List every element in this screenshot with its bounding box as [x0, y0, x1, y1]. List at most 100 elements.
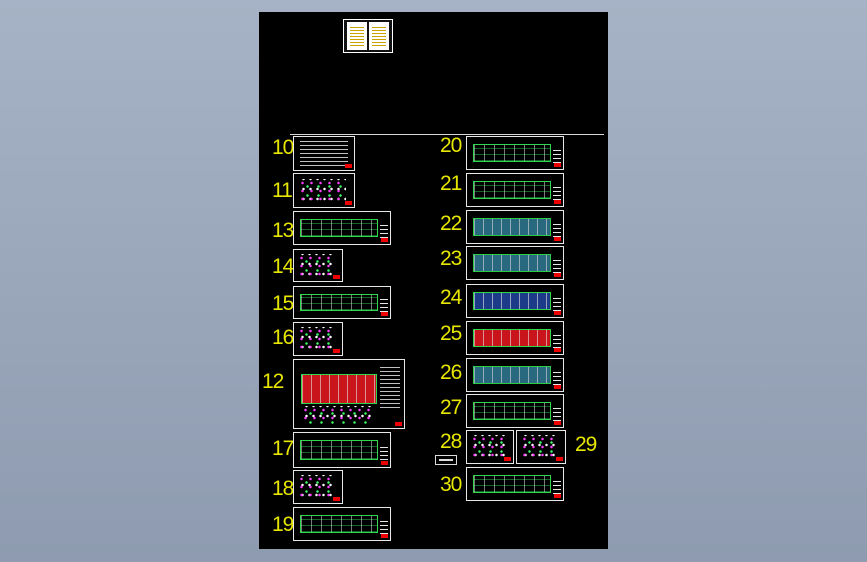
detail-marks [296, 254, 336, 277]
cover-sheet-thumbnail[interactable] [343, 19, 393, 53]
floor-plan [472, 292, 552, 310]
title-block [380, 224, 388, 238]
drawing-sheet-thumbnail[interactable] [466, 246, 564, 280]
sheet-number-label: 30 [440, 473, 462, 496]
sheet-number-label: 22 [440, 212, 462, 235]
drawing-sheet-thumbnail[interactable] [293, 286, 391, 319]
title-block [553, 480, 561, 494]
sheet-number-label: 18 [272, 477, 294, 500]
title-stamp [554, 200, 561, 204]
drawing-sheet-thumbnail[interactable] [293, 322, 343, 356]
title-stamp [554, 348, 561, 352]
cover-page-right [369, 22, 389, 50]
detail-marks [300, 406, 371, 424]
title-block [553, 259, 561, 273]
title-stamp [554, 494, 561, 498]
title-stamp [333, 497, 340, 501]
notes-text-block [379, 366, 400, 408]
drawing-sheet-thumbnail[interactable] [466, 358, 564, 392]
drawing-sheet-thumbnail[interactable] [293, 359, 405, 429]
title-stamp [554, 237, 561, 241]
title-stamp [554, 273, 561, 277]
sheet-number-label: 15 [272, 292, 294, 315]
sheet-number-label: 12 [262, 370, 284, 393]
title-block [553, 223, 561, 237]
sheet-number-label: 11 [272, 179, 293, 202]
drawing-sheet-thumbnail[interactable] [293, 507, 391, 541]
floor-plan [472, 402, 552, 420]
title-stamp [381, 312, 388, 316]
sheet-number-label: 27 [440, 396, 462, 419]
detail-marks [296, 475, 336, 499]
drawing-sheet-thumbnail[interactable] [293, 211, 391, 245]
sheet-number-label: 16 [272, 326, 294, 349]
floor-plan [299, 515, 379, 533]
drawing-sheet-thumbnail[interactable] [466, 430, 514, 464]
drawing-sheet-thumbnail[interactable] [466, 136, 564, 170]
title-stamp [381, 534, 388, 538]
floor-plan [472, 329, 552, 347]
title-stamp [395, 422, 402, 426]
sheet-number-label: 17 [272, 437, 294, 460]
title-stamp [554, 421, 561, 425]
title-block [553, 149, 561, 163]
drawing-sheet-thumbnail[interactable] [516, 430, 566, 464]
detail-marks [519, 435, 559, 459]
drawing-sheet-thumbnail[interactable] [466, 394, 564, 428]
drawing-sheet-thumbnail[interactable] [293, 470, 343, 504]
sheet-number-label: 29 [575, 433, 597, 456]
notes-text-block [300, 140, 348, 167]
floor-plan [299, 293, 379, 312]
cover-page-left [347, 22, 367, 50]
drawing-sheet-thumbnail[interactable] [293, 173, 355, 208]
sheet-number-label: 24 [440, 286, 462, 309]
floor-plan [472, 254, 552, 272]
drawing-sheet-thumbnail[interactable] [293, 136, 355, 171]
title-stamp [333, 275, 340, 279]
floor-plan [472, 144, 552, 162]
title-block [380, 299, 388, 312]
floor-plan [472, 181, 552, 199]
title-stamp [333, 349, 340, 353]
drawing-sheet-thumbnail[interactable] [293, 249, 343, 282]
title-block [380, 446, 388, 461]
sheet-number-label: 28 [440, 430, 462, 453]
title-stamp [554, 311, 561, 315]
title-stamp [556, 457, 563, 461]
title-stamp [504, 457, 511, 461]
floor-plan [299, 219, 379, 237]
detail-marks [297, 178, 346, 203]
sheet-number-label: 14 [272, 255, 294, 278]
title-stamp [554, 163, 561, 167]
sheet-number-label: 19 [272, 513, 294, 536]
sheet-number-label: 13 [272, 219, 294, 242]
drawing-sheet-thumbnail[interactable] [293, 432, 391, 468]
sheet-number-label: 21 [440, 172, 462, 195]
title-block [553, 371, 561, 385]
detail-marks [296, 327, 336, 351]
title-block [380, 520, 388, 534]
floor-plan [299, 440, 379, 460]
separator-line [290, 134, 604, 135]
small-legend-box[interactable] [435, 455, 457, 465]
floor-plan [472, 366, 552, 384]
detail-marks [469, 435, 507, 459]
sheet-number-label: 23 [440, 247, 462, 270]
floor-plan [472, 475, 552, 493]
sheet-number-label: 25 [440, 322, 462, 345]
title-stamp [345, 164, 352, 168]
title-block [553, 186, 561, 200]
sheet-number-label: 10 [272, 136, 294, 159]
drawing-sheet-thumbnail[interactable] [466, 284, 564, 318]
title-block [553, 407, 561, 421]
sheet-number-label: 20 [440, 134, 462, 157]
drawing-sheet-thumbnail[interactable] [466, 173, 564, 207]
title-block [553, 334, 561, 348]
sheet-number-label: 26 [440, 361, 462, 384]
drawing-sheet-thumbnail[interactable] [466, 467, 564, 501]
drawing-sheet-thumbnail[interactable] [466, 210, 564, 244]
drawing-sheet-thumbnail[interactable] [466, 321, 564, 355]
title-stamp [381, 238, 388, 242]
title-stamp [381, 461, 388, 465]
title-stamp [554, 385, 561, 389]
